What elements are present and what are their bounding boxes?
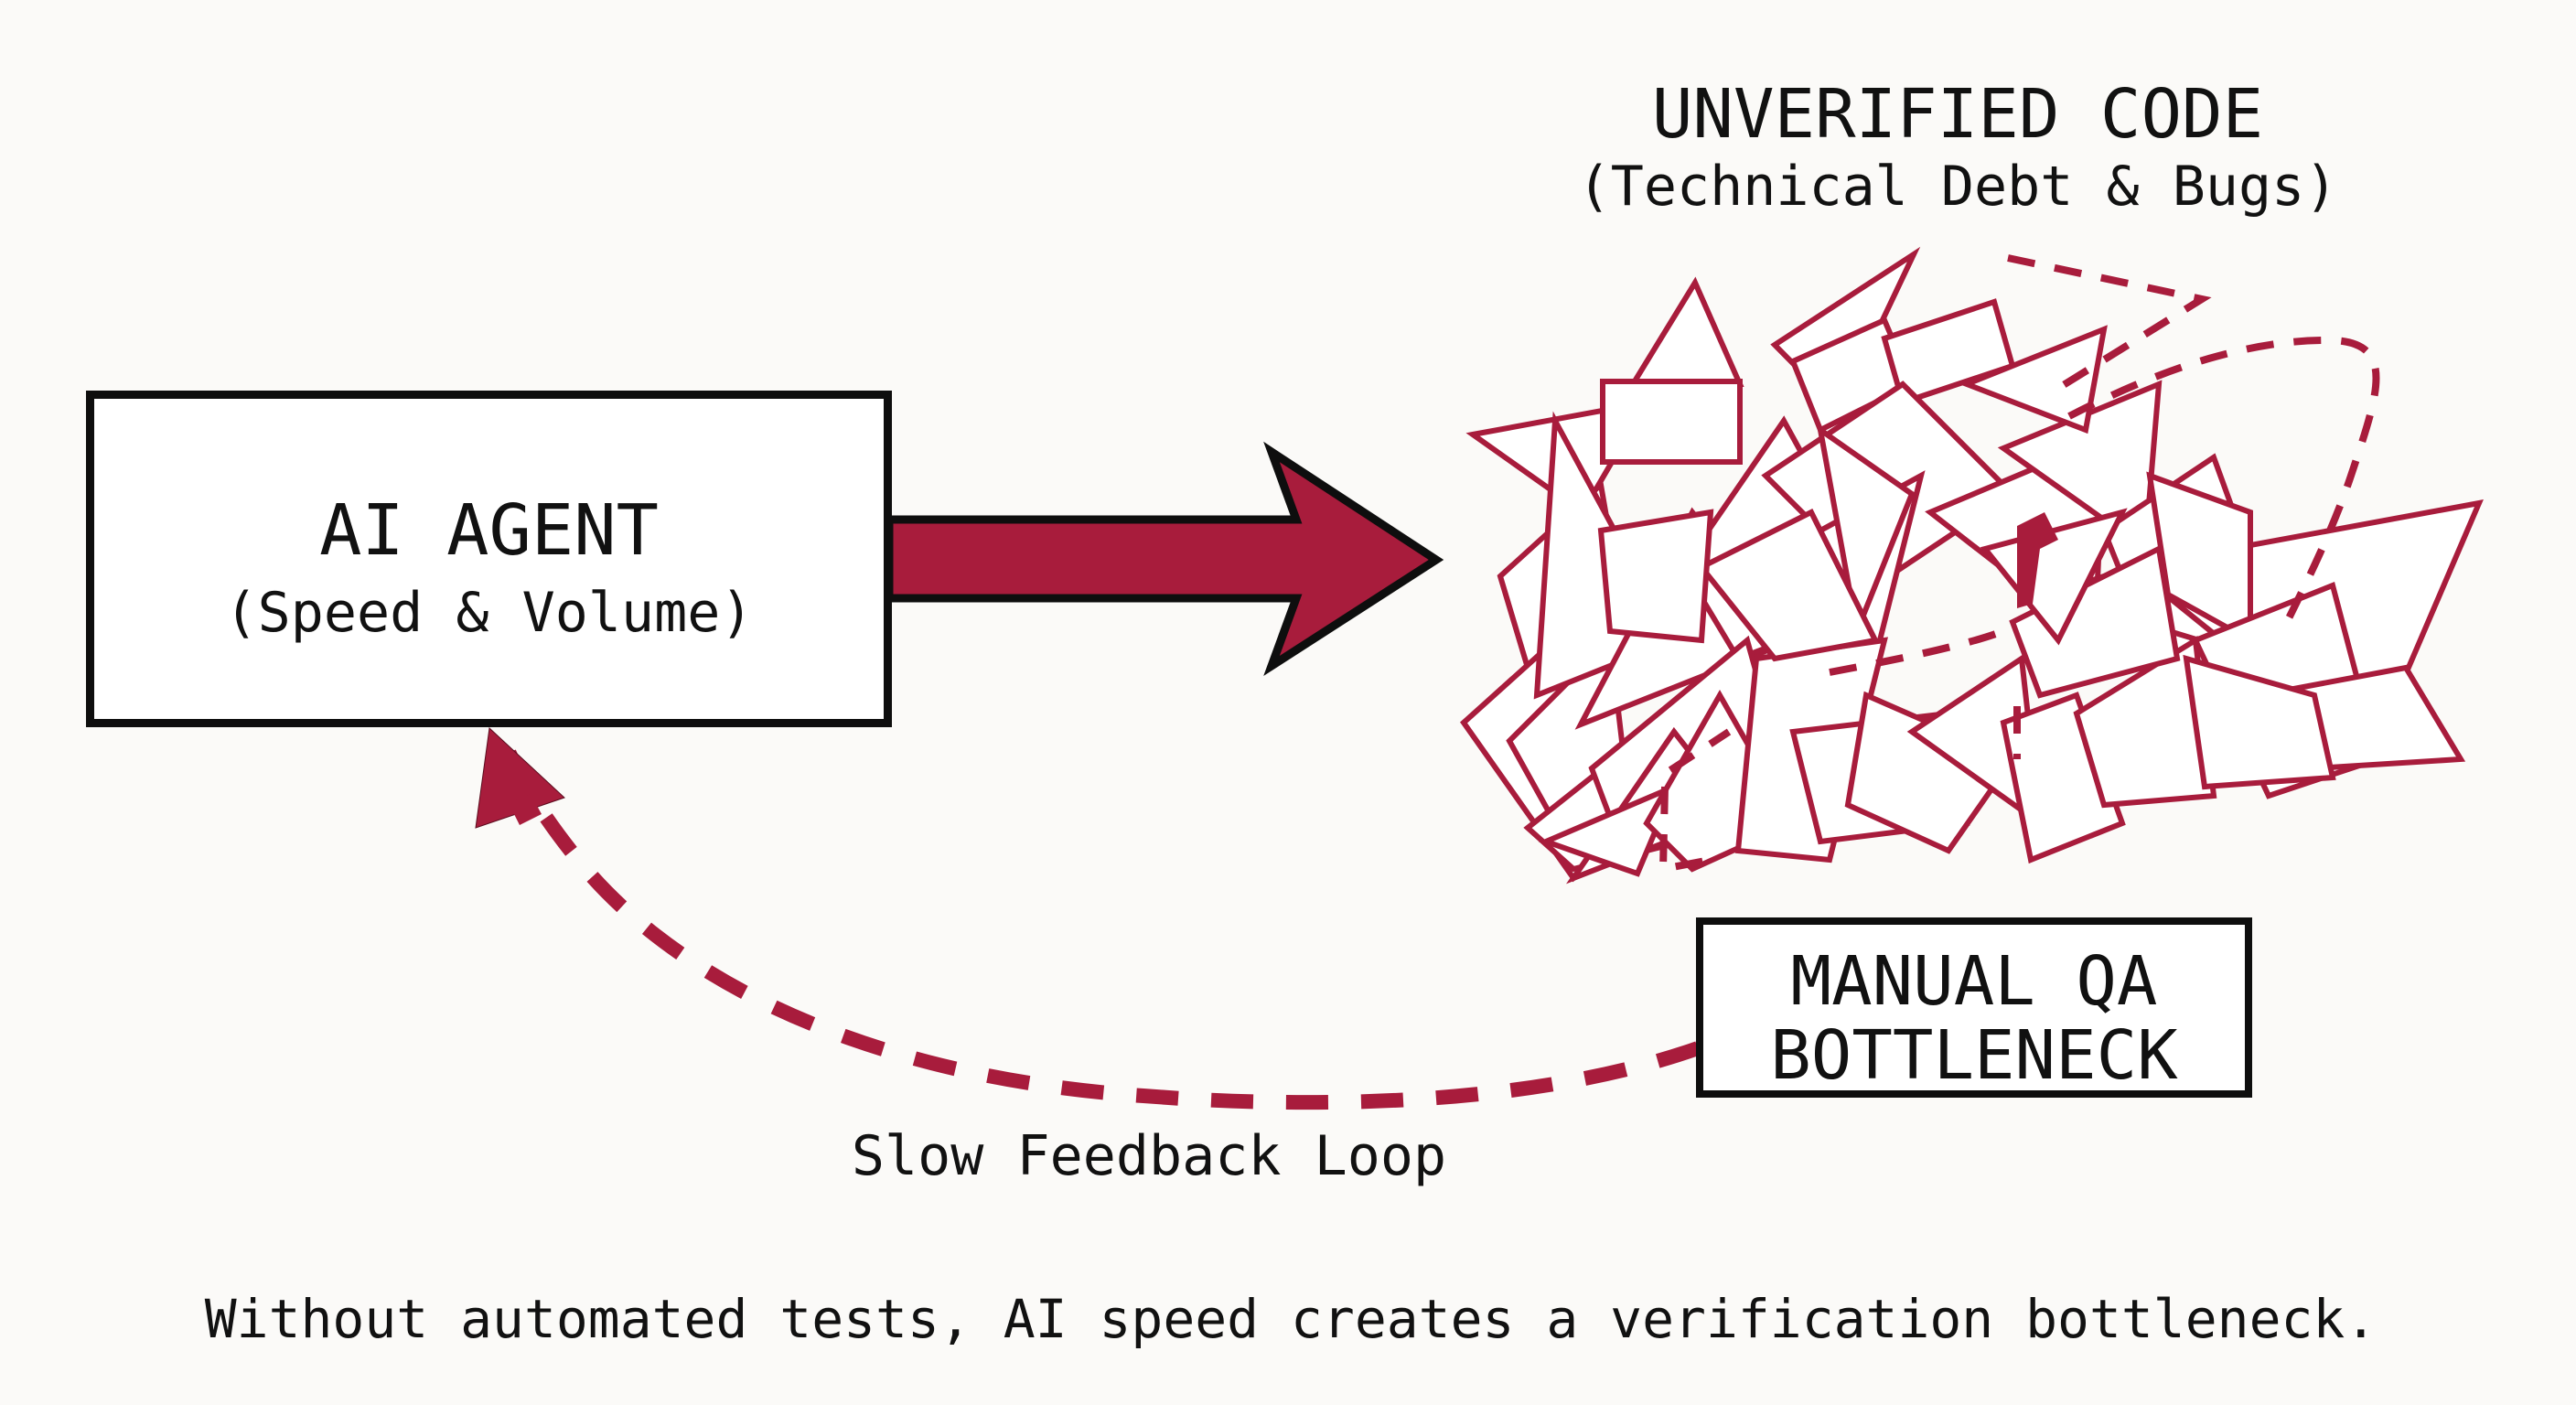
manual-qa-line1: MANUAL QA [1790,942,2158,1021]
tangle-shape [2009,544,2181,699]
tangled-triangles-icon [1460,246,2484,885]
ai-agent-subtitle: (Speed & Volume) [224,581,754,645]
unverified-code-title: UNVERIFIED CODE [1651,75,2264,154]
feedback-loop-dashed-curve [498,740,1701,1110]
tangle-shape [1697,508,1880,662]
main-arrow [885,441,1444,677]
manual-qa-bottleneck-box: MANUAL QA BOTTLENECK [1696,917,2252,1098]
tangle-dashed-line [2007,254,2212,390]
feedback-loop-label: Slow Feedback Loop [851,1124,1447,1188]
tangle-shape [1959,325,2108,434]
tangle-shape [1627,276,1744,387]
ai-agent-box: AI AGENT (Speed & Volume) [86,391,892,727]
tangle-shape [1597,509,1714,644]
tangle-dashed-line [1658,728,1732,874]
tangle-shape [1600,379,1743,465]
tangle-dashed-line [2067,336,2380,633]
tangle-shape [2000,692,2126,864]
manual-qa-line2: BOTTLENECK [1770,1016,2178,1095]
tangle-shape [2183,654,2336,790]
tangle-dashed-line [1829,627,2005,676]
tangle-shape [1816,424,1916,641]
unverified-code-subtitle: (Technical Debt & Bugs) [1577,155,2338,219]
caption: Without automated tests, AI speed create… [204,1288,2377,1350]
ai-agent-title: AI AGENT [319,490,659,572]
tangle-filled-blob [2017,512,2058,608]
feedback-arrowhead-stem [509,794,542,825]
